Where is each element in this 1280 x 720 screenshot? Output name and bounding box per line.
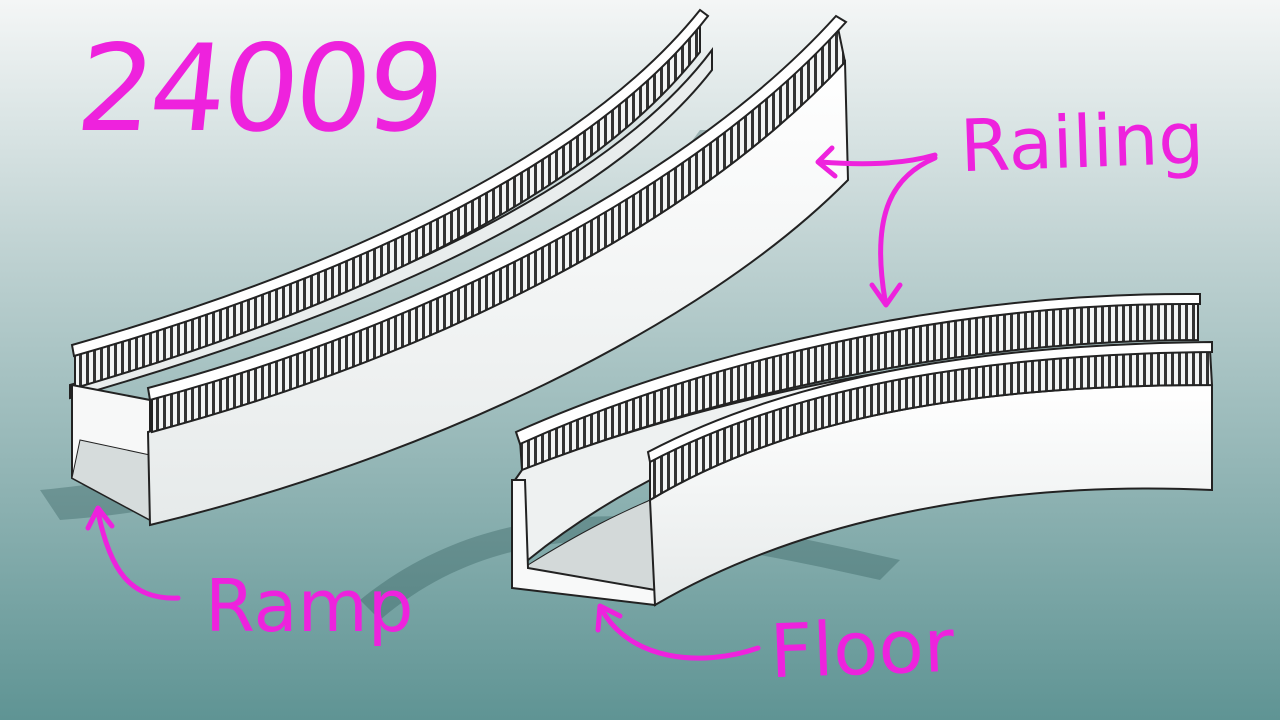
floor-model <box>511 292 1214 607</box>
railing-label: Railing <box>958 95 1206 189</box>
drawing-number: 24009 <box>70 20 448 159</box>
floor-label: Floor <box>768 602 956 696</box>
annotation-arrows <box>85 145 938 661</box>
ramp-label: Ramp <box>205 564 414 648</box>
ramp-front-handrail <box>146 14 848 402</box>
floor-back-handrail <box>514 292 1201 446</box>
curved-arrow-icon <box>95 509 181 601</box>
floor-front-handrail <box>646 340 1213 464</box>
ramp-model <box>69 8 850 527</box>
ramp-back-handrail <box>70 8 710 358</box>
double-arrow-icon <box>817 152 938 167</box>
